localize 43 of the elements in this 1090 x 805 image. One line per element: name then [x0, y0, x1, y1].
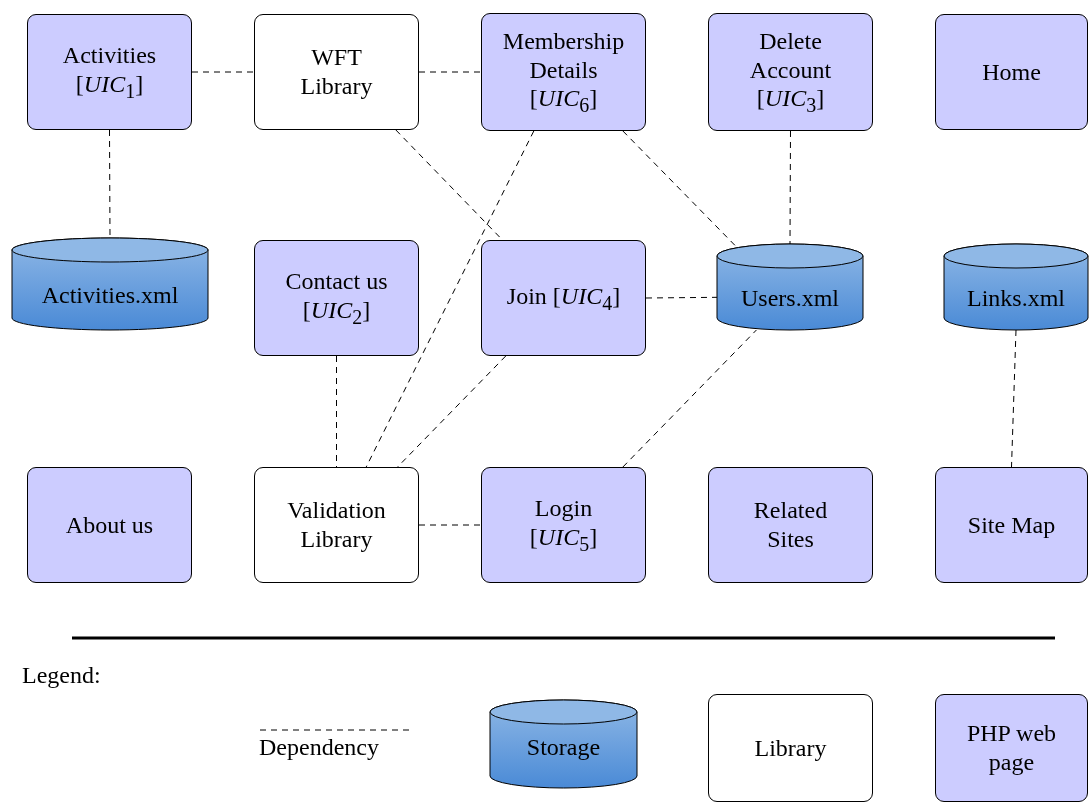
legend-label: Dependency: [259, 734, 379, 761]
web-page-box: [708, 13, 873, 131]
dependency-line: [1011, 329, 1017, 468]
node-label: Related Sites: [752, 496, 829, 554]
web-page-box: [935, 467, 1088, 583]
dependency-line: [622, 329, 757, 468]
node-label: Login [UIC$_{5}$]: [528, 494, 599, 556]
dependency-line: [645, 296, 718, 299]
node-label: Home: [981, 57, 1042, 87]
node-label: WFT Library: [299, 43, 374, 101]
legend-label: PHP web page: [965, 719, 1058, 777]
dependency-line: [418, 71, 482, 73]
web-page-box: [27, 467, 192, 583]
node-label: Links.xml: [966, 283, 1066, 313]
node-label: Activities [UIC$_{1}$]: [61, 41, 158, 103]
legend-label: Library: [753, 733, 828, 763]
dependency-line: [191, 71, 255, 73]
web-page-box: [481, 467, 646, 583]
node-label: About us: [64, 510, 155, 540]
node-label: Site Map: [966, 510, 1057, 540]
storage-cylinder: [944, 244, 1088, 330]
dependency-line: [418, 524, 482, 526]
node-label: Contact us [UIC$_{2}$]: [284, 267, 389, 329]
dependency-line: [365, 130, 535, 468]
dependency-line: [789, 130, 791, 245]
node-label: Join [UIC$_{4}$]: [505, 281, 622, 315]
storage-cylinder: [717, 244, 863, 330]
web-page-box: [935, 14, 1088, 130]
library-box: [254, 467, 419, 583]
node-label: Activities.xml: [40, 280, 180, 310]
node-label: Validation Library: [286, 496, 387, 554]
web-page-box: [708, 467, 873, 583]
web-page-box: [481, 240, 646, 356]
web-page-box: [254, 240, 419, 356]
node-label: Delete Account [UIC$_{3}$]: [748, 26, 833, 118]
web-page-box: [27, 14, 192, 130]
library-box: [254, 14, 419, 130]
legend-label: Storage: [525, 734, 602, 761]
node-label: Membership Details [UIC$_{6}$]: [501, 26, 626, 118]
legend-heading: Legend:: [22, 662, 101, 689]
storage-cylinder: [12, 238, 208, 330]
node-label: Users.xml: [740, 283, 840, 313]
web-page-box: [481, 13, 646, 131]
